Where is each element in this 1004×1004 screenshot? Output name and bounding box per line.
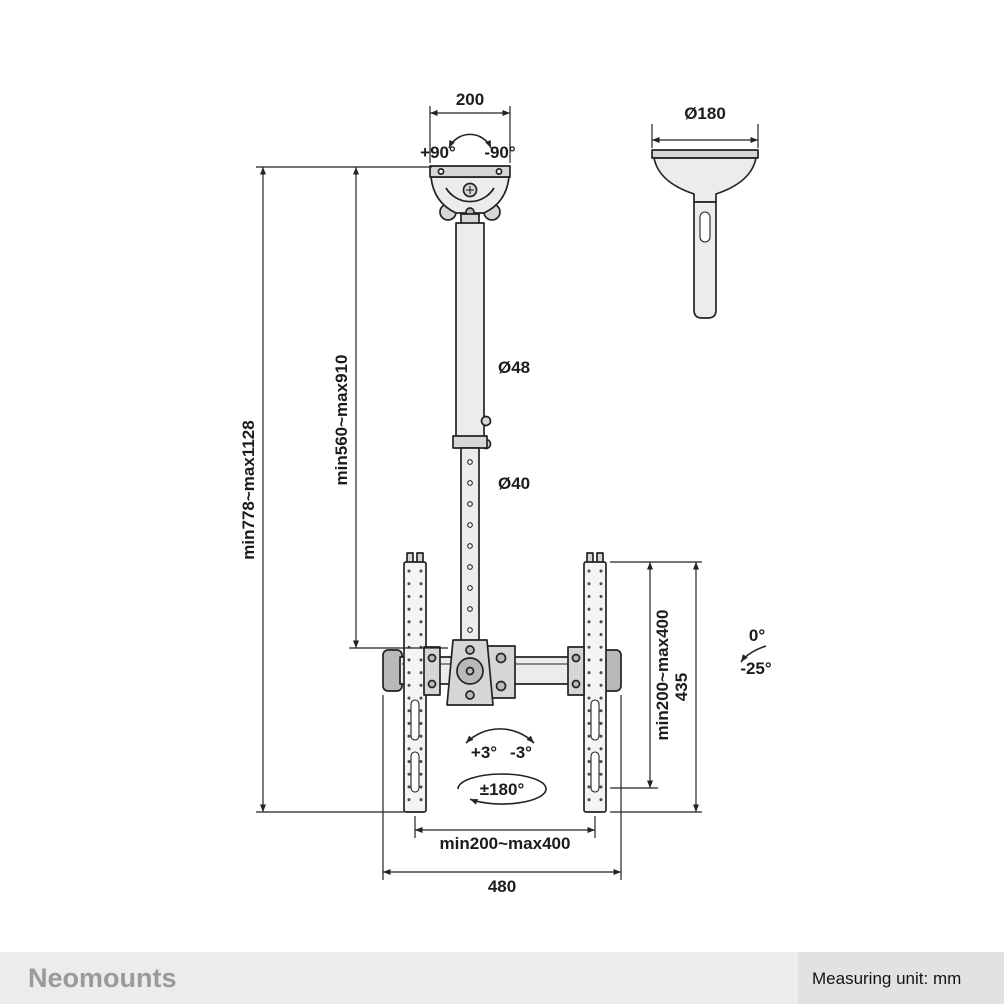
tube-collar: [452, 435, 488, 449]
dim-label-total-height: min778~max1128: [239, 420, 258, 559]
dim-bracket-height: 435: [610, 562, 702, 813]
measuring-unit-label: Measuring unit: mm: [812, 969, 961, 988]
level-plus-label: +3°: [471, 743, 497, 762]
upper-tube: [455, 222, 485, 444]
dim-label-upper-tube-diameter: Ø48: [498, 358, 530, 377]
dim-label-vesa-height: min200~max400: [653, 610, 672, 741]
dim-ceiling-plate-diameter: Ø180: [651, 104, 759, 148]
brand-logo-text: Neomounts: [28, 963, 177, 993]
dim-vesa-width: min200~max400: [414, 816, 596, 853]
dim-label-pole-travel: min560~max910: [332, 355, 351, 486]
side-view-ceiling-plate: [651, 149, 759, 319]
telescopic-pole: [452, 222, 492, 649]
rail-clamps: [423, 646, 585, 696]
front-view-ceiling-tv-mount: [382, 165, 622, 813]
rotation-range-annotation: ±180°: [457, 773, 547, 805]
height-adjust-holes: [467, 459, 473, 633]
level-minus-label: -3°: [510, 743, 532, 762]
dim-label-crossbar-width: 480: [488, 877, 516, 896]
clamp-screw: [480, 415, 492, 427]
dim-pole-travel: min560~max910: [332, 167, 448, 649]
dim-label-top-width: 200: [456, 90, 484, 109]
dim-total-height: min778~max1128: [239, 166, 432, 813]
dim-label-lower-tube-diameter: Ø40: [498, 474, 530, 493]
dim-label-vesa-width: min200~max400: [440, 834, 571, 853]
dim-top-width: 200: [429, 90, 511, 163]
tilt-range-annotation: 0° -25°: [740, 626, 772, 678]
rotation-range-label: ±180°: [480, 780, 525, 799]
ceiling-mount-plate: [429, 165, 511, 225]
footer-unit-panel: [798, 952, 1004, 1004]
footer: Neomounts Measuring unit: mm: [0, 952, 1004, 1004]
dim-label-plate-diameter: Ø180: [684, 104, 726, 123]
swivel-cw-label: -90°: [484, 143, 516, 162]
vesa-rail-left: [403, 552, 427, 813]
dim-vesa-height: min200~max400: [610, 561, 702, 789]
tilt-head: [446, 639, 516, 706]
level-adjust-annotation: +3° -3°: [465, 728, 535, 762]
dim-label-bracket-height: 435: [672, 673, 691, 701]
swivel-range-annotation: +90° -90°: [420, 133, 516, 162]
dim-crossbar-width: 480: [382, 695, 622, 896]
tilt-max-label: -25°: [740, 659, 772, 678]
swivel-ccw-label: +90°: [420, 143, 456, 162]
tilt-zero-label: 0°: [749, 626, 765, 645]
vesa-rail-right: [583, 552, 607, 813]
